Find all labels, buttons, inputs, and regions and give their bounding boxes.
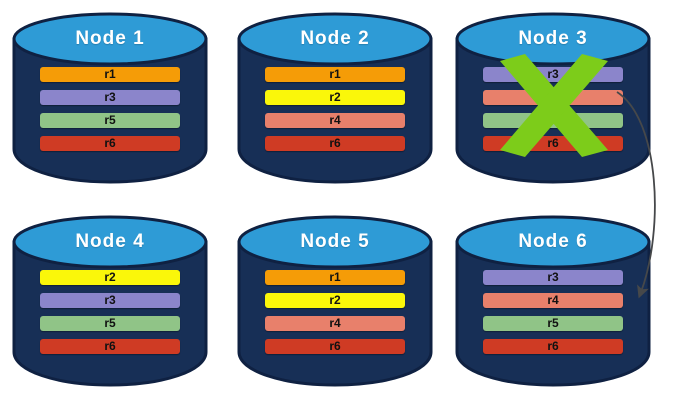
cylinder-top [12, 12, 208, 66]
row-bar[interactable]: r1 [265, 67, 405, 82]
row-bar[interactable]: r2 [265, 90, 405, 105]
row-bar[interactable]: r5 [483, 316, 623, 331]
row-bar[interactable]: r2 [40, 270, 180, 285]
row-bar[interactable]: r6 [265, 339, 405, 354]
row-bar[interactable]: r3 [483, 270, 623, 285]
cylinder-top [455, 12, 651, 66]
row-bar[interactable]: r1 [265, 270, 405, 285]
row-list: r1 r2 r4 r6 [265, 67, 405, 151]
row-bar[interactable]: r4 [265, 113, 405, 128]
cylinder-top [12, 215, 208, 269]
row-bar[interactable]: r1 [40, 67, 180, 82]
row-bar[interactable]: r3 [40, 90, 180, 105]
row-bar[interactable]: r3 [40, 293, 180, 308]
row-bar[interactable]: r2 [265, 293, 405, 308]
row-bar[interactable]: r6 [265, 136, 405, 151]
row-bar[interactable]: r4 [483, 293, 623, 308]
row-bar[interactable]: r6 [40, 339, 180, 354]
row-bar[interactable]: r4 [483, 90, 623, 105]
row-list: r2 r3 r5 r6 [40, 270, 180, 354]
row-list: r3 r4 r5 r6 [483, 67, 623, 151]
row-bar[interactable]: r4 [265, 316, 405, 331]
cylinder-top [237, 215, 433, 269]
row-bar[interactable]: r5 [40, 113, 180, 128]
row-bar[interactable]: r5 [40, 316, 180, 331]
row-bar[interactable]: r6 [40, 136, 180, 151]
row-list: r1 r3 r5 r6 [40, 67, 180, 151]
cylinder-top [455, 215, 651, 269]
row-bar[interactable]: r3 [483, 67, 623, 82]
row-list: r3 r4 r5 r6 [483, 270, 623, 354]
row-bar[interactable]: r6 [483, 136, 623, 151]
cylinder-top [237, 12, 433, 66]
row-bar[interactable]: r5 [483, 113, 623, 128]
row-list: r1 r2 r4 r6 [265, 270, 405, 354]
row-bar[interactable]: r6 [483, 339, 623, 354]
